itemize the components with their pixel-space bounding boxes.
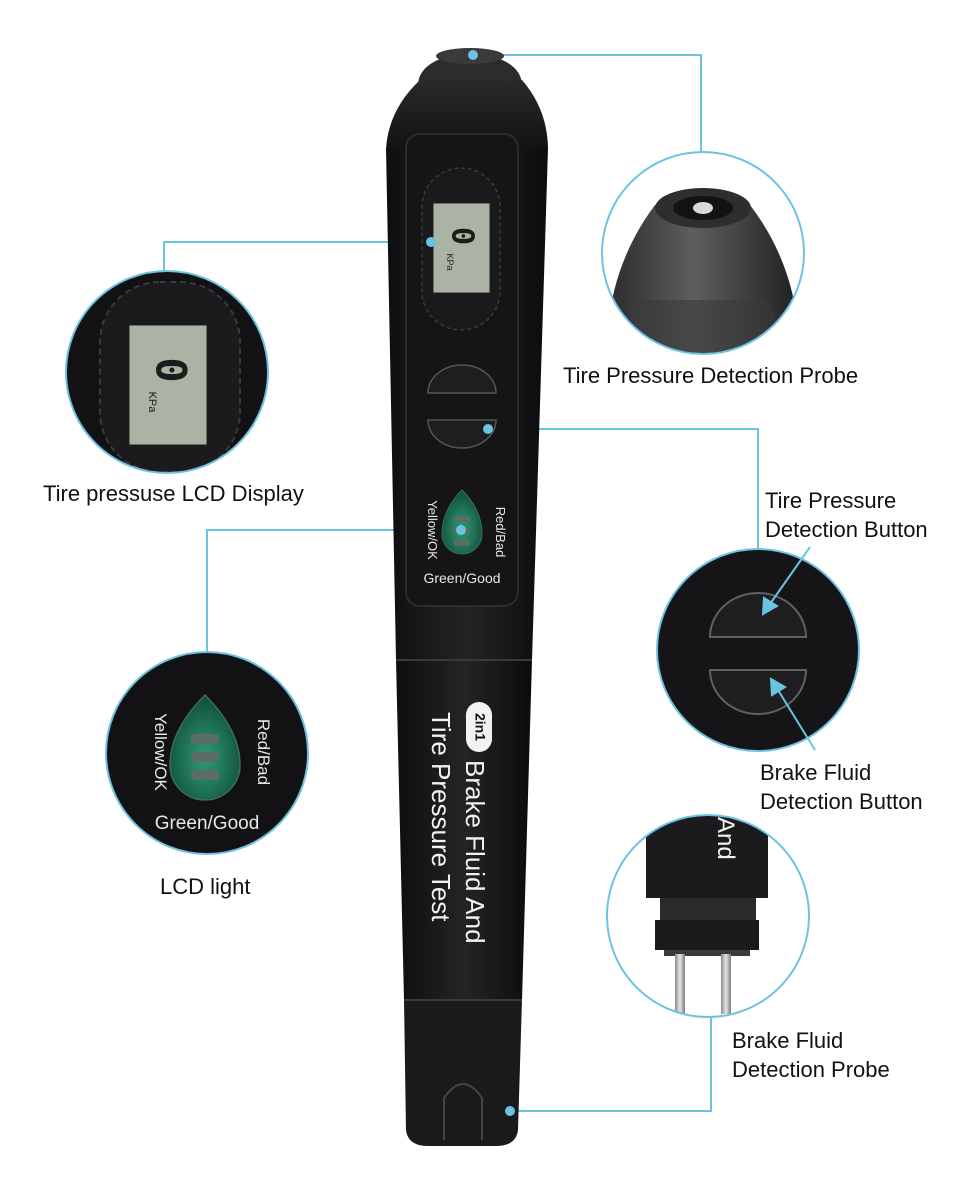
leader-button bbox=[488, 428, 759, 549]
pen-cap bbox=[386, 80, 548, 150]
callout-brake-probe-line2: Detection Probe bbox=[732, 1057, 890, 1082]
pen-title-line1: Brake Fluid And bbox=[460, 760, 490, 944]
zoom-label-yellow: Yellow/OK bbox=[151, 713, 170, 791]
callout-pressure-probe-text: Tire Pressure Detection Probe bbox=[563, 363, 859, 388]
pen-badge bbox=[466, 702, 492, 752]
callout-lcd-light: LCD light bbox=[160, 872, 250, 901]
zoom-lcd-unit: KPa bbox=[146, 392, 158, 414]
pen-label-red: Red/Bad bbox=[493, 507, 508, 558]
zoom-brake-probe: And bbox=[606, 814, 810, 1018]
leader-brake-probe bbox=[510, 1018, 712, 1112]
zoom-label-green: Green/Good bbox=[155, 813, 260, 834]
callout-brake-probe: Brake Fluid Detection Probe bbox=[732, 1026, 890, 1084]
pen-label-yellow: Yellow/OK bbox=[425, 500, 440, 560]
zoom-pressure-probe bbox=[601, 151, 805, 355]
callout-lcd-display-text: Tire pressuse LCD Display bbox=[43, 481, 304, 506]
callout-brake-button: Brake Fluid Detection Button bbox=[760, 758, 923, 816]
zoom-buttons bbox=[656, 546, 860, 752]
pen-lcd-screen bbox=[432, 202, 491, 294]
pen-brake-button[interactable] bbox=[427, 419, 497, 449]
callout-pressure-button: Tire Pressure Detection Button bbox=[765, 486, 928, 544]
pen-pressure-button[interactable] bbox=[427, 364, 497, 394]
zoom-lcd-display: 0 KPa bbox=[65, 270, 269, 474]
pen-badge-text: 2in1 bbox=[472, 713, 488, 741]
pen-end-cap bbox=[404, 1000, 522, 1146]
leader-lines bbox=[163, 54, 759, 1112]
leader-lcd bbox=[163, 241, 431, 271]
zoom-probe-text: And bbox=[712, 817, 739, 860]
callout-pressure-button-line1: Tire Pressure bbox=[765, 488, 897, 513]
callout-brake-button-line1: Brake Fluid bbox=[760, 760, 872, 785]
zoom-lcd-light: Yellow/OK Red/Bad Green/Good bbox=[105, 651, 309, 855]
pen-title-line2: Tire Pressure Test bbox=[426, 712, 456, 922]
leader-light bbox=[206, 529, 461, 652]
pen-label-green: Green/Good bbox=[423, 570, 500, 586]
tester-pen: 0 KPa Yellow/OK Red/Bad Green/Good 2in1 … bbox=[386, 48, 548, 1146]
pen-lcd-digit: 0 bbox=[445, 227, 480, 245]
callout-brake-probe-line1: Brake Fluid bbox=[732, 1028, 844, 1053]
callout-pressure-button-line2: Detection Button bbox=[765, 517, 928, 542]
leader-dots bbox=[426, 50, 515, 1116]
callout-brake-button-line2: Detection Button bbox=[760, 789, 923, 814]
zoom-label-red: Red/Bad bbox=[254, 719, 273, 785]
leader-probe bbox=[473, 54, 702, 152]
zoom-lcd-digit: 0 bbox=[147, 357, 196, 382]
pen-lower-body bbox=[396, 660, 532, 1000]
pen-lcd-unit: KPa bbox=[445, 253, 455, 270]
callout-lcd-light-text: LCD light bbox=[160, 874, 251, 899]
callout-pressure-probe: Tire Pressure Detection Probe bbox=[563, 361, 858, 390]
callout-lcd-display: Tire pressuse LCD Display bbox=[43, 479, 304, 508]
